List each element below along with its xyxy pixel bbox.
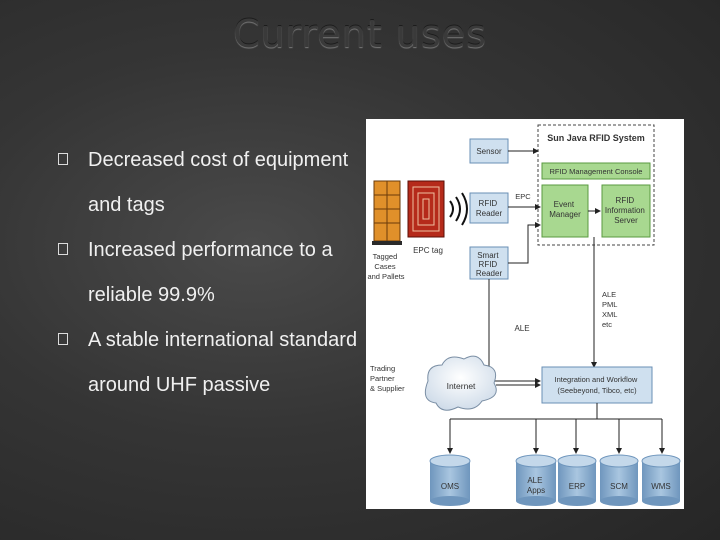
db-connector-lines xyxy=(447,403,665,454)
tagged-cases-label: Tagged Cases and Pallets xyxy=(367,252,404,281)
bullet-box-icon xyxy=(58,153,68,165)
epc-label-top: EPC xyxy=(515,192,531,201)
slide-title: Current uses xyxy=(233,12,487,56)
database-wms-icon xyxy=(641,454,681,506)
trading-partner-label: Trading Partner & Supplier xyxy=(370,364,405,393)
management-console-box xyxy=(541,162,651,180)
bullet-item: Increased performance to a reliable 99.9… xyxy=(58,228,358,318)
system-boundary xyxy=(537,124,655,246)
database-ale-apps-icon xyxy=(515,454,557,506)
rfid-architecture-diagram: Sun Java RFID System Sensor RFID Managem… xyxy=(366,119,684,509)
smart-reader-label: Smart RFID Reader xyxy=(476,251,503,278)
bullet-text: Increased performance to a reliable 99.9… xyxy=(88,239,333,306)
database-label: ERP xyxy=(569,482,585,491)
management-console-label: RFID Management Console xyxy=(550,167,643,176)
bullet-text: Decreased cost of equipment and tags xyxy=(88,149,349,216)
internet-label: Internet xyxy=(447,381,476,391)
bullet-box-icon xyxy=(58,333,68,345)
database-label: SCM xyxy=(610,482,628,491)
tagged-cases-icon xyxy=(372,180,402,245)
system-title: Sun Java RFID System xyxy=(547,133,645,143)
info-server-box xyxy=(601,184,651,238)
ale-protocol-list: ALE PML XML etc xyxy=(602,290,619,329)
database-scm-icon xyxy=(599,454,639,506)
database-label: WMS xyxy=(651,482,671,491)
bullet-list: Decreased cost of equipment and tags Inc… xyxy=(58,138,358,408)
rfid-reader-box xyxy=(469,192,509,224)
ale-left-label: ALE xyxy=(514,324,529,333)
epc-tag-label: EPC tag xyxy=(413,246,443,255)
internet-cloud-icon xyxy=(424,355,497,411)
radio-wave-icon xyxy=(449,192,468,226)
bullet-item: A stable international standard around U… xyxy=(58,318,358,408)
info-server-label: RFID Information Server xyxy=(605,196,647,225)
event-manager-label: Event Manager xyxy=(549,200,581,219)
database-label: ALE Apps xyxy=(527,476,545,495)
bullet-text: A stable international standard around U… xyxy=(88,329,358,396)
bullet-item: Decreased cost of equipment and tags xyxy=(58,138,358,228)
sensor-label: Sensor xyxy=(476,147,502,156)
smart-reader-arrow xyxy=(508,222,541,264)
event-manager-box xyxy=(541,184,589,238)
database-erp-icon xyxy=(557,454,597,506)
integration-workflow-box xyxy=(541,366,653,404)
integration-workflow-label: Integration and Workflow (Seebeyond, Tib… xyxy=(555,375,640,395)
rfid-reader-label: RFID Reader xyxy=(476,199,503,218)
database-oms-icon xyxy=(429,454,471,506)
database-label: OMS xyxy=(441,482,459,491)
bullet-box-icon xyxy=(58,243,68,255)
epc-tag-icon xyxy=(407,180,445,238)
